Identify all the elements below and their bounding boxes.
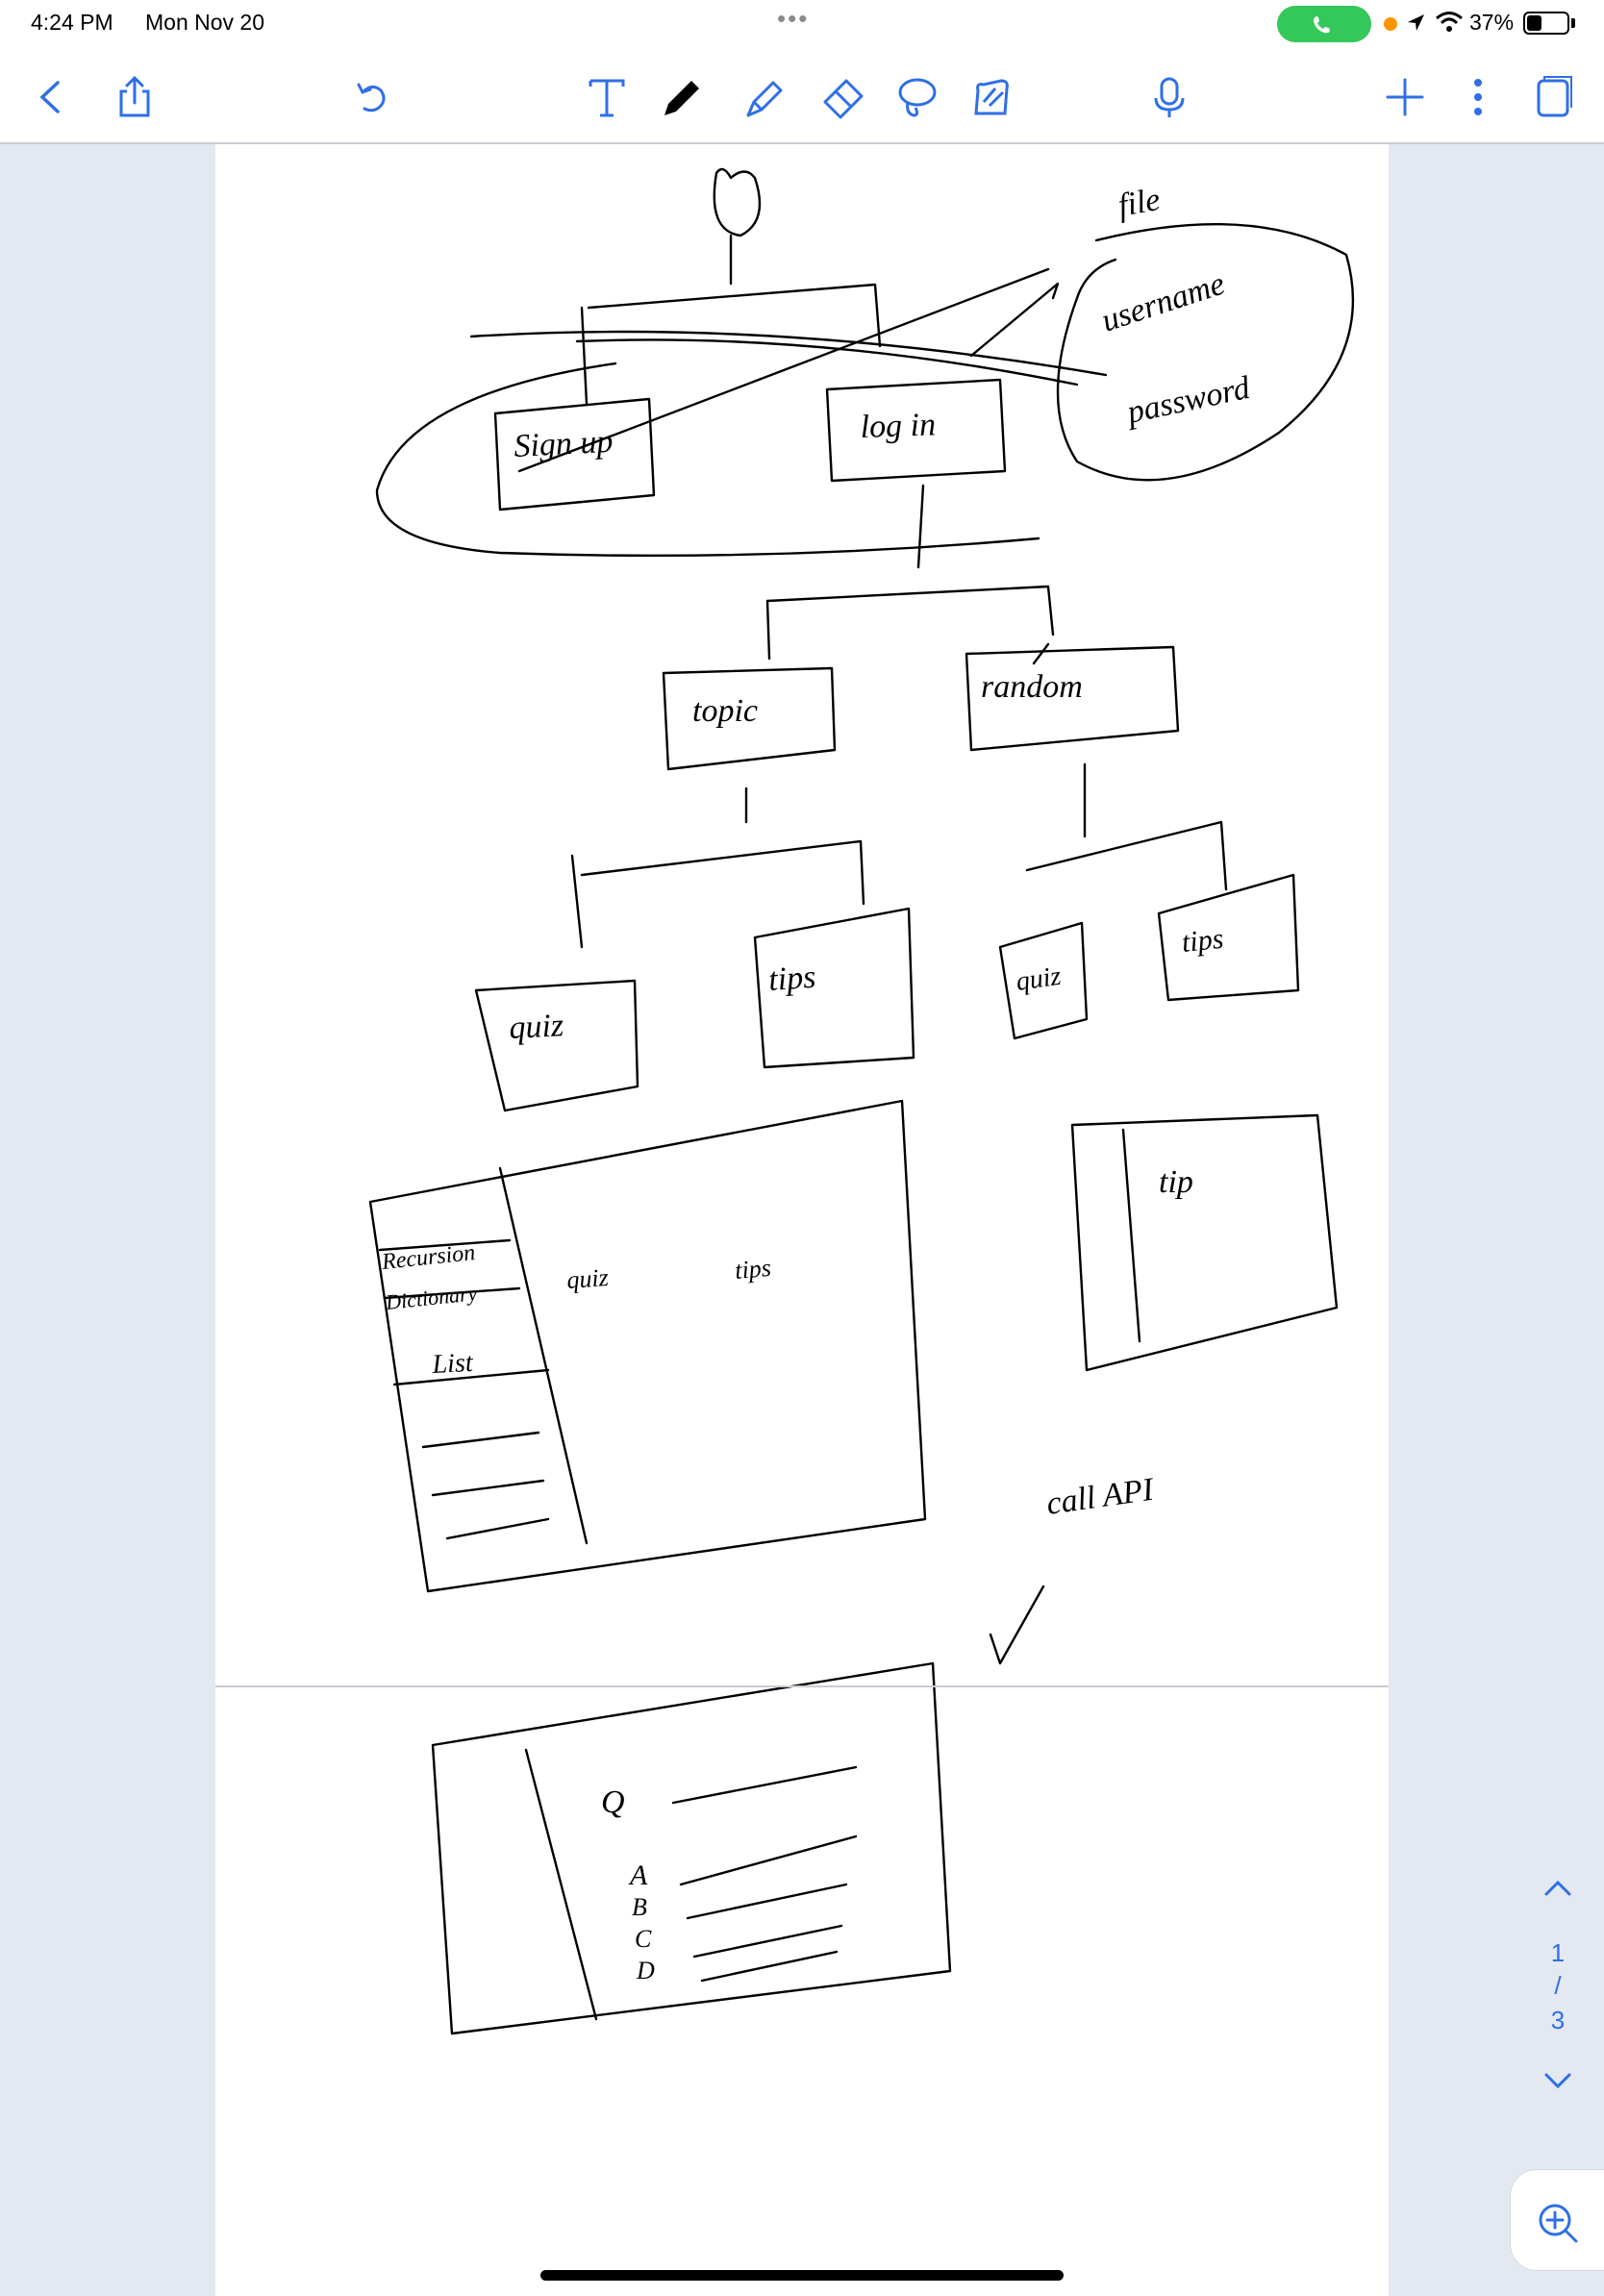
label-tips-random: tips [1180,923,1225,959]
more-icon[interactable] [1454,73,1502,121]
back-icon[interactable] [27,73,75,121]
label-d: D [636,1957,655,1984]
label-b: B [632,1893,647,1921]
page-separator: / [1554,1971,1562,2000]
phone-icon [1314,16,1330,34]
multitasking-dots-icon[interactable]: ••• [777,4,810,33]
wifi-icon [1436,12,1463,32]
label-file: file [1115,182,1163,224]
mic-in-use-indicator [1384,17,1397,31]
location-icon [1408,14,1424,31]
label-topic: topic [692,693,758,729]
microphone-icon[interactable] [1145,73,1193,121]
status-time: 4:24 PM [31,10,113,35]
label-c: C [635,1925,652,1953]
status-date: Mon Nov 20 [145,10,265,35]
zoom-button[interactable] [1510,2169,1604,2271]
current-page-number: 1 [1550,1938,1566,1967]
lasso-icon[interactable] [892,73,940,121]
label-quiz-random: quiz [1015,961,1064,997]
label-quiz-tab: quiz [565,1263,609,1294]
notes-toolbar [0,46,1604,144]
total-pages: 3 [1550,2006,1566,2034]
label-username: username [1097,266,1229,339]
note-page[interactable]: file username password Sign up log in to… [215,144,1389,2296]
text-tool-icon[interactable] [583,73,631,121]
battery-icon [1523,12,1569,35]
label-tips-tab: tips [734,1254,772,1285]
undo-icon[interactable] [349,73,397,121]
chevron-down-icon[interactable] [1539,2067,1577,2096]
battery-tip [1571,18,1575,28]
battery-percent: 37% [1469,10,1515,35]
shape-icon[interactable] [966,73,1015,121]
label-dictionary: Dictionary [384,1281,479,1314]
home-indicator[interactable] [540,2270,1064,2281]
label-password: password [1122,370,1254,432]
label-call-api: call API [1044,1471,1157,1521]
zoom-in-icon [1539,2204,1578,2243]
page-break-divider [215,1685,1389,1687]
status-bar: 4:24 PM Mon Nov 20 ••• 37% [0,0,1604,46]
label-tips: tips [767,960,817,998]
label-tip: tip [1159,1164,1193,1200]
label-recursion: Recursion [380,1240,476,1275]
pages-icon[interactable] [1529,73,1577,121]
chevron-up-icon[interactable] [1539,1873,1577,1902]
label-random: random [981,669,1083,705]
highlighter-icon[interactable] [740,73,789,121]
label-list: List [431,1348,475,1380]
label-a: A [628,1859,648,1891]
label-q: Q [601,1784,625,1820]
active-call-pill[interactable] [1277,6,1371,42]
label-log-in: log in [860,407,937,445]
label-sign-up: Sign up [513,424,614,464]
eraser-icon[interactable] [819,73,867,121]
label-quiz: quiz [508,1008,564,1046]
share-icon[interactable] [111,73,159,121]
pen-icon[interactable] [657,73,705,121]
handwritten-sketch: file username password Sign up log in to… [368,167,1354,2035]
add-page-icon[interactable] [1381,73,1429,121]
